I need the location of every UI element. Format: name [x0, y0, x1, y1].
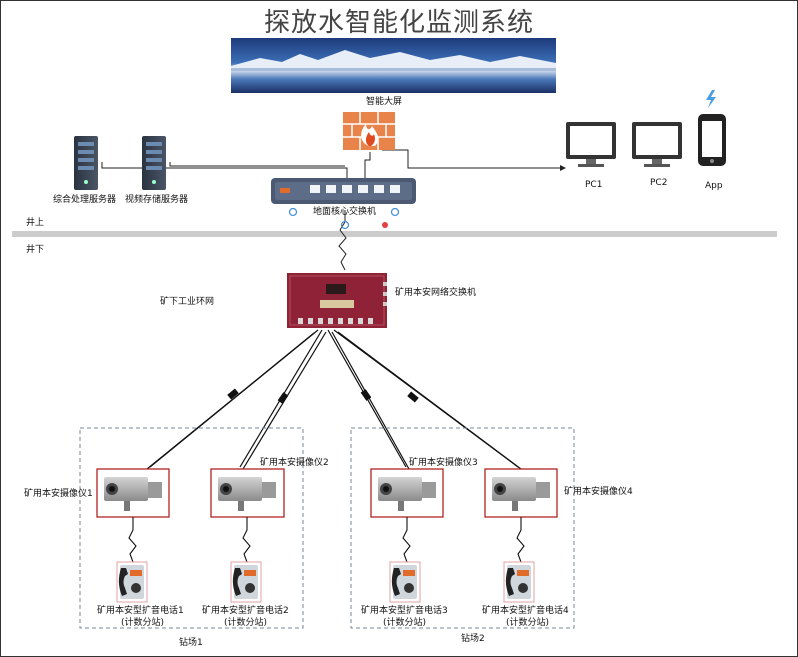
pc1-label: PC1: [585, 180, 603, 190]
phone-icon-3: [389, 561, 421, 603]
camera3-label: 矿用本安摄像仪3: [409, 458, 478, 468]
server1-label: 综合处理服务器: [53, 195, 117, 205]
smart-screen-label: 智能大屏: [366, 97, 403, 107]
server-icon-1: [74, 136, 98, 190]
server2-label: 视频存储服务器: [125, 195, 189, 205]
phone-icon-2: [230, 561, 262, 603]
phone4-sublabel: (计数分站): [506, 618, 550, 628]
above-ground-label: 井上: [26, 218, 45, 228]
below-ground-label: 井下: [26, 245, 45, 255]
camera1-label: 矿用本安摄像仪1: [24, 489, 93, 499]
page-title: 探放水智能化监测系统: [263, 8, 534, 38]
phone3-label: 矿用本安型扩音电话3: [361, 606, 448, 616]
drilling-site-1-label: 钻场1: [179, 638, 203, 648]
app-label: App: [705, 181, 723, 191]
phone2-label: 矿用本安型扩音电话2: [202, 606, 289, 616]
camera-icon-3: [370, 468, 444, 518]
camera-icon-4: [484, 468, 558, 518]
phone-icon-4: [503, 561, 535, 603]
smart-screen-banner: [231, 38, 556, 93]
server-icon-2: [142, 136, 166, 190]
camera4-label: 矿用本安摄像仪4: [564, 487, 633, 497]
phone1-label: 矿用本安型扩音电话1: [97, 606, 184, 616]
core-switch-label: 地面核心交换机: [313, 207, 377, 217]
pc1-icon: [566, 122, 616, 167]
ring-network-cables: [146, 329, 522, 470]
mine-switch-icon: [287, 273, 387, 328]
ring-network-label: 矿下工业环网: [160, 297, 215, 307]
switch-port-markers: [288, 207, 400, 230]
drilling-site-2-box: [350, 427, 575, 629]
phone-icon-1: [116, 561, 148, 603]
camera-icon-2: [210, 468, 285, 518]
camera2-label: 矿用本安摄像仪2: [260, 458, 329, 468]
camera-icon-1: [96, 468, 170, 518]
firewall-icon: [343, 112, 395, 150]
core-switch-icon: [271, 178, 416, 204]
drilling-site-2-label: 钻场2: [461, 634, 485, 644]
phone2-sublabel: (计数分站): [224, 618, 268, 628]
lightning-icon: [706, 90, 716, 108]
phone1-sublabel: (计数分站): [121, 618, 165, 628]
pc2-icon: [632, 122, 682, 167]
phone3-sublabel: (计数分站): [383, 618, 427, 628]
phone4-label: 矿用本安型扩音电话4: [482, 606, 569, 616]
phone-app-icon: [698, 114, 726, 166]
status-dot: [382, 222, 388, 228]
cable-connectors: [227, 388, 419, 404]
ground-divider: [12, 231, 777, 237]
pc-link-arrow: [560, 165, 566, 171]
pc2-label: PC2: [650, 178, 668, 188]
drilling-site-1-box: [79, 427, 304, 629]
mine-switch-label: 矿用本安网络交换机: [395, 288, 477, 298]
wireless-links: [128, 517, 525, 563]
